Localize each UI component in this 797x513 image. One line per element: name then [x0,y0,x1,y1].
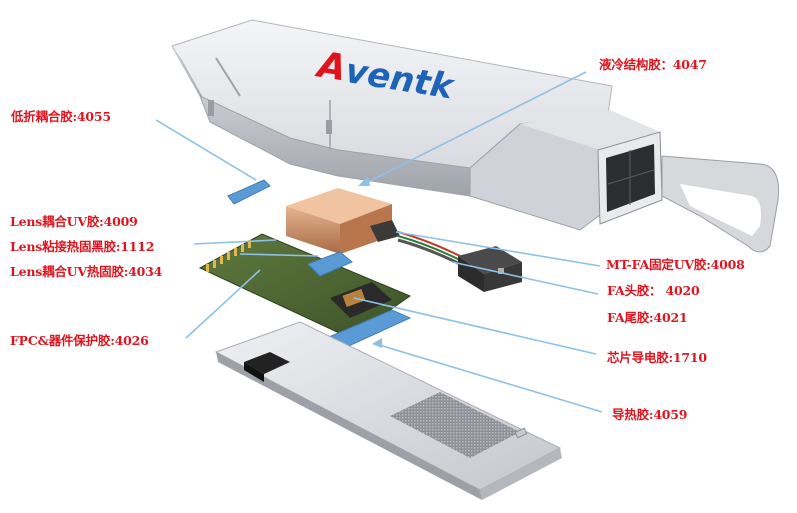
leader-lines [155,71,603,413]
label-low-fold-coupling: 低折耦合胶:4055 [11,109,111,124]
label-thermal-glue: 导热胶:4059 [612,407,688,422]
label-lens-uv-coupling: Lens耦合UV胶:4009 [10,214,138,229]
label-fpc-protect: FPC&器件保护胶:4026 [10,333,149,348]
label-fa-tail: FA尾胶:4021 [607,310,688,325]
mt-fa-connector [458,246,522,292]
bottom-base [214,321,562,500]
top-housing [171,19,780,253]
label-mtfa-uv: MT-FA固定UV胶:4008 [606,257,745,272]
copper-lens-block [286,188,400,254]
label-structural-glue: 液冷结构胶：4047 [599,57,707,72]
leader-arrows [358,176,382,348]
label-fa-head: FA头胶： 4020 [607,283,700,298]
label-chip-conductive: 芯片导电胶:1710 [607,350,707,365]
lens-glue-pad [307,251,353,277]
label-lens-uv-thermal: Lens耦合UV热固胶:4034 [10,264,163,279]
low-fold-glue-strip [227,179,271,205]
label-lens-black-bond: Lens粘接热固黑胶:1112 [10,239,155,254]
